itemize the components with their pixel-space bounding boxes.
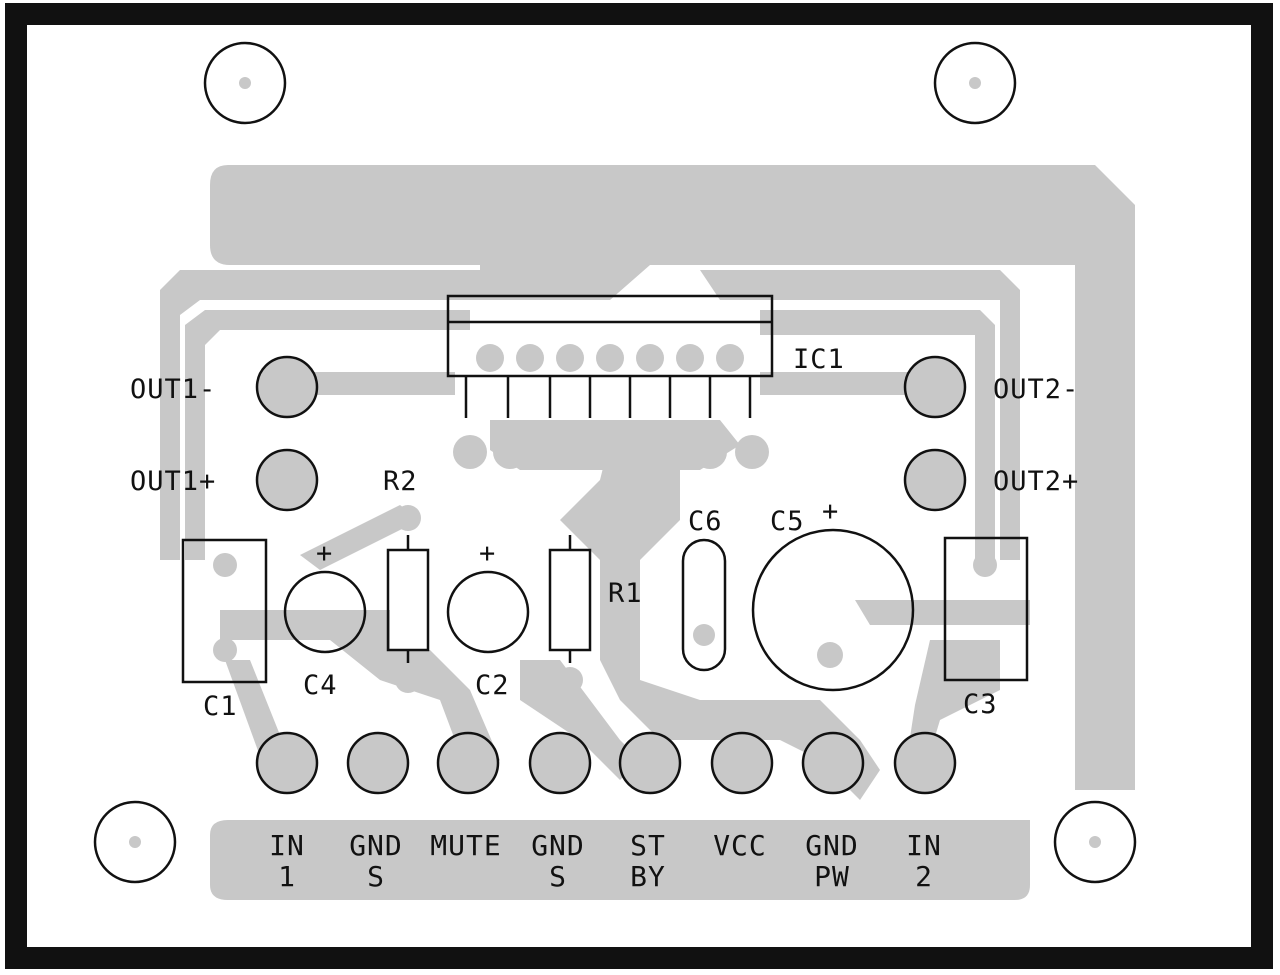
connector-label-line1: VCC xyxy=(713,829,767,862)
pad-in1 xyxy=(255,731,319,795)
lower-left-trace xyxy=(220,610,500,780)
labels: IC1 OUT1- OUT1+ OUT2- OUT2+ R2 R1 C6 C5 … xyxy=(130,344,1079,893)
pad-gnd-s-1 xyxy=(346,731,410,795)
connector-label-line2: S xyxy=(367,860,385,893)
ic-pin-pad xyxy=(516,344,544,372)
ic-pin-pad xyxy=(653,435,687,469)
ic-pin-pad xyxy=(613,435,647,469)
ic-pin-pad xyxy=(493,435,527,469)
connector-label-line2: 1 xyxy=(278,860,296,893)
lower-mid-trace xyxy=(520,660,640,780)
ic-pin-pad xyxy=(735,435,769,469)
ic-pin-pad xyxy=(636,344,664,372)
mounting-hole-center xyxy=(129,836,141,848)
ic-pin-pad xyxy=(453,435,487,469)
c3-label: C3 xyxy=(963,689,998,720)
connector-label-line2: PW xyxy=(814,860,850,893)
r1-label: R1 xyxy=(608,578,643,609)
pad-gnd-pw xyxy=(801,731,865,795)
c1-body xyxy=(181,538,268,684)
out1-minus-trace xyxy=(290,372,455,395)
left-loop-trace xyxy=(160,270,565,560)
component-pad xyxy=(973,553,997,577)
center-trace xyxy=(560,440,880,800)
ic1-label: IC1 xyxy=(793,344,845,375)
mounting-hole-center xyxy=(1089,836,1101,848)
ic-pin-pad xyxy=(573,435,607,469)
c4-label: C4 xyxy=(303,670,338,701)
components xyxy=(181,528,1029,692)
c3-body xyxy=(943,536,1029,682)
component-pad xyxy=(693,624,715,646)
c2-label: C2 xyxy=(475,670,510,701)
r2-label: R2 xyxy=(383,466,418,497)
component-pad xyxy=(395,667,421,693)
pad-stby xyxy=(618,731,682,795)
pad-gnd-s-2 xyxy=(528,731,592,795)
right-loop-trace xyxy=(700,270,1020,560)
c5-plus-label: + xyxy=(822,496,839,527)
connector-label-line1: IN xyxy=(269,829,305,862)
component-pad xyxy=(817,642,843,668)
c5-body xyxy=(751,528,915,692)
connector-label-line1: GND xyxy=(531,829,585,862)
connector-label-line2: 2 xyxy=(915,860,933,893)
out2-minus-trace xyxy=(760,372,930,395)
top-vcc-trace xyxy=(210,165,1135,790)
ic-pin-pad xyxy=(556,344,584,372)
pad-mute xyxy=(436,731,500,795)
left-inner-trace xyxy=(185,310,470,560)
connector-label-line1: ST xyxy=(630,829,666,862)
ic-pin-pad xyxy=(716,344,744,372)
component-pad xyxy=(557,667,583,693)
c6-body xyxy=(681,538,727,672)
connector-pads xyxy=(255,731,957,795)
out1-minus-pad xyxy=(255,355,319,419)
c5-pad-trace xyxy=(855,600,1030,625)
pad-vcc xyxy=(710,731,774,795)
ic-pin-pad xyxy=(596,344,624,372)
ic1-outline xyxy=(446,294,774,418)
connector-label-line1: GND xyxy=(805,829,859,862)
out1-plus-label: OUT1+ xyxy=(130,466,216,497)
c2-plus-label: + xyxy=(479,538,496,569)
bottom-gnd-trace xyxy=(210,820,1030,900)
c6-label: C6 xyxy=(688,506,723,537)
pad-in2 xyxy=(893,731,957,795)
connector-label-line2: S xyxy=(549,860,567,893)
copper-traces xyxy=(160,165,1135,900)
out1-minus-label: OUT1- xyxy=(130,374,216,405)
connector-label-line1: MUTE xyxy=(430,829,501,862)
out2-minus-pad xyxy=(903,355,967,419)
ic-pin-pad xyxy=(476,344,504,372)
c1-label: C1 xyxy=(203,691,238,722)
connector-label-line1: GND xyxy=(349,829,403,862)
c4-plus-label: + xyxy=(316,538,333,569)
ic-pin-pad xyxy=(533,435,567,469)
output-pads xyxy=(255,355,967,512)
right-inner-trace xyxy=(760,310,995,560)
c5-label: C5 xyxy=(770,506,805,537)
out2-minus-label: OUT2- xyxy=(993,374,1079,405)
c2-body xyxy=(446,570,530,654)
mounting-hole-center xyxy=(969,77,981,89)
out2-plus-pad xyxy=(903,448,967,512)
mounting-hole-center xyxy=(239,77,251,89)
component-pad xyxy=(213,553,237,577)
r2-feed-trace xyxy=(300,505,420,570)
out1-plus-pad xyxy=(255,448,319,512)
out2-plus-label: OUT2+ xyxy=(993,466,1079,497)
ic-pin-pad xyxy=(676,344,704,372)
ic-pin-pad xyxy=(693,435,727,469)
connector-label-line1: IN xyxy=(906,829,942,862)
component-pad xyxy=(213,638,237,662)
component-pad xyxy=(973,643,997,667)
component-pad xyxy=(395,505,421,531)
c4-body xyxy=(283,570,367,654)
connector-label-line2: BY xyxy=(630,860,666,893)
